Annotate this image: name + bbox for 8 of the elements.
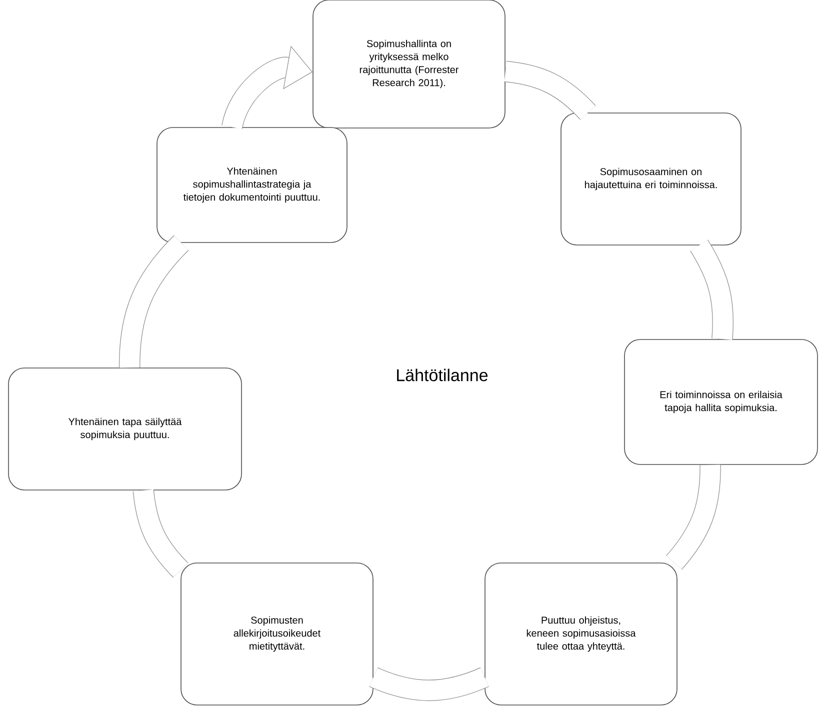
center-title: Lähtötilanne: [397, 368, 488, 382]
process-box: Yhtenäinen sopimushallintastrategia ja tietojen dokumentointi puuttuu.: [156, 127, 348, 243]
process-box: Puuttuu ohjeistus, keneen sopimusasioissa tulee ottaa yhteyttä.: [484, 562, 678, 706]
process-box: Yhtenäinen tapa säilyttää sopimuksia puuttuu.: [8, 368, 242, 490]
process-box: Sopimushallinta on yrityksessä melko rajoittunutta (Forrester Research 2011).: [312, 0, 506, 128]
process-box: Sopimusosaaminen on hajautettuina eri toiminnoissa.: [560, 112, 742, 246]
process-box: Eri toiminnoissa on erilaisia tapoja hallita sopimuksia.: [624, 339, 818, 465]
process-box: Sopimusten allekirjoitusoikeudet mietityttävät.: [180, 562, 374, 706]
